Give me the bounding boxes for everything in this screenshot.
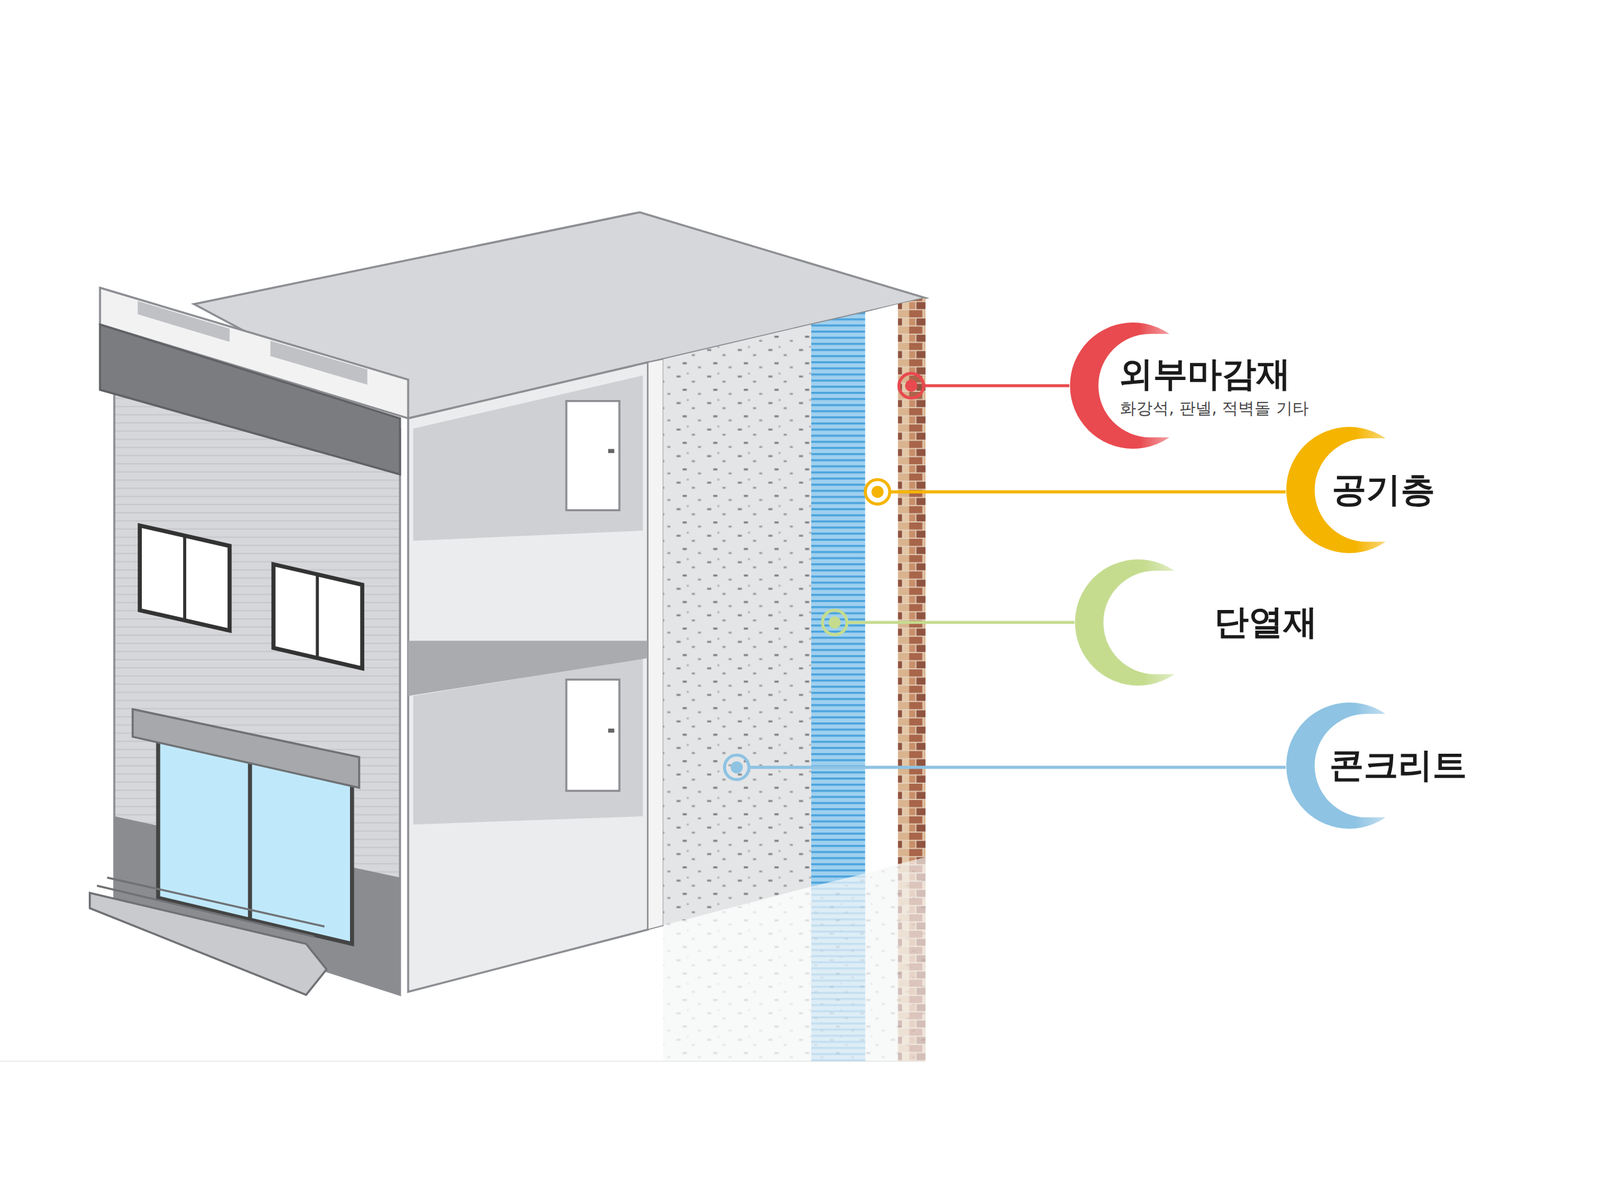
callout-label: 공기층 <box>1331 466 1435 514</box>
callout-badge: 외부마감재화강석, 판넬, 적벽돌 기타 <box>1070 322 1316 449</box>
callout-label: 외부마감재 <box>1118 351 1291 398</box>
callout-badge: 콘크리트 <box>1286 702 1492 829</box>
callout-badge: 공기층 <box>1286 426 1460 554</box>
callout-subtext: 화강석, 판넬, 적벽돌 기타 <box>1120 397 1309 420</box>
callout-label: 단열재 <box>1214 599 1318 646</box>
callout-badge: 단열재 <box>1075 559 1343 686</box>
callout-label: 콘크리트 <box>1329 742 1467 789</box>
